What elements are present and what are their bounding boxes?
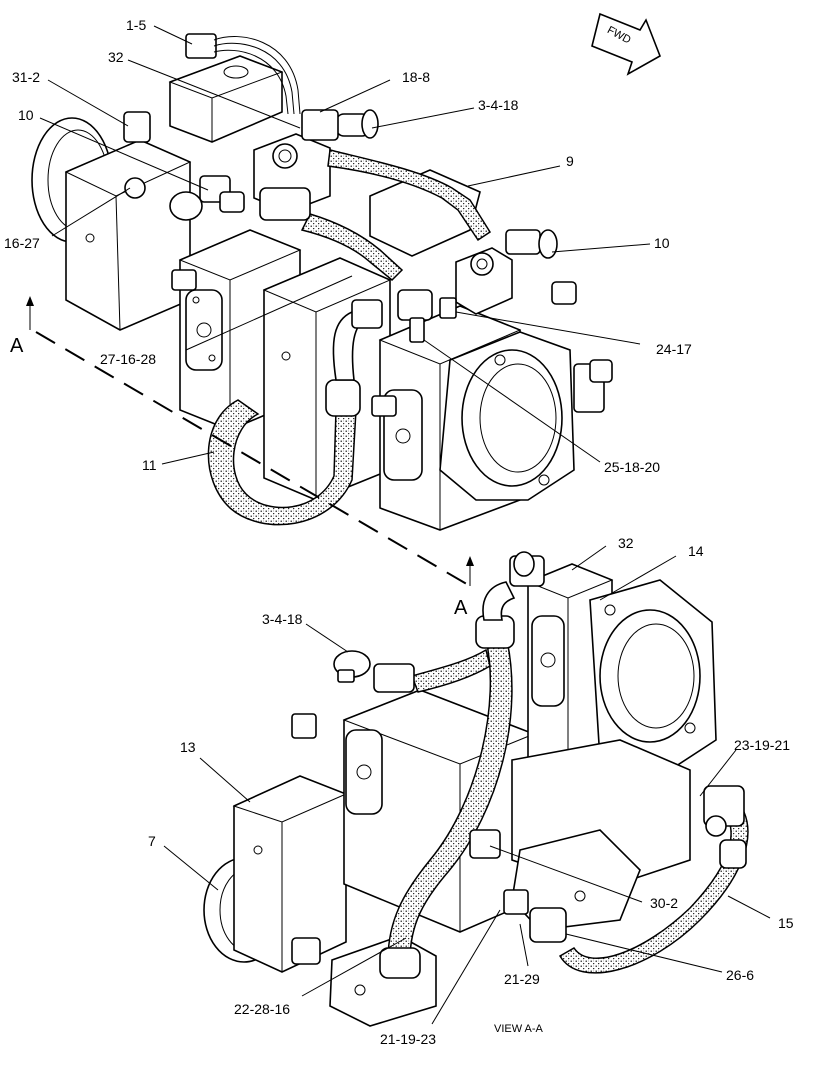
section-line-a-a: A A xyxy=(10,296,474,619)
top-pump-assembly xyxy=(31,33,613,531)
view-caption: VIEW A-A xyxy=(494,1023,544,1035)
callout-22-28-16: 22-28-16 xyxy=(234,1001,290,1017)
view-a-a-assembly xyxy=(203,551,749,1027)
callout-11: 11 xyxy=(142,457,157,473)
callout-3-4-18-bottom: 3-4-18 xyxy=(262,611,303,627)
callout-16-27: 16-27 xyxy=(4,235,40,251)
callout-27-16-28: 27-16-28 xyxy=(100,351,156,367)
callout-24-17: 24-17 xyxy=(656,341,692,357)
callout-9: 9 xyxy=(566,153,574,169)
callout-21-29: 21-29 xyxy=(504,971,540,987)
callout-18-8: 18-8 xyxy=(402,69,430,85)
forward-arrow: FWD xyxy=(591,12,661,76)
callout-21-19-23: 21-19-23 xyxy=(380,1031,436,1047)
callout-25-18-20: 25-18-20 xyxy=(604,459,660,475)
leader-lines xyxy=(39,25,771,1025)
callout-15: 15 xyxy=(778,915,794,931)
callout-30-2: 30-2 xyxy=(650,895,678,911)
callout-23-19-21: 23-19-21 xyxy=(734,737,790,753)
callout-13: 13 xyxy=(180,739,196,755)
callout-32-top: 32 xyxy=(108,49,124,65)
callout-10-right: 10 xyxy=(654,235,670,251)
callout-31-2: 31-2 xyxy=(12,69,40,85)
section-marker-right: A xyxy=(454,597,468,619)
section-marker-left: A xyxy=(10,335,24,357)
callout-3-4-18-top: 3-4-18 xyxy=(478,97,519,113)
callout-14: 14 xyxy=(688,543,704,559)
callout-7: 7 xyxy=(148,833,156,849)
callout-1-5: 1-5 xyxy=(126,17,146,33)
callout-32-bottom: 32 xyxy=(618,535,634,551)
callout-10-left: 10 xyxy=(18,107,34,123)
callout-labels: 1-5 32 31-2 18-8 3-4-18 10 9 16-27 10 24… xyxy=(4,17,794,1047)
callout-26-6: 26-6 xyxy=(726,967,754,983)
